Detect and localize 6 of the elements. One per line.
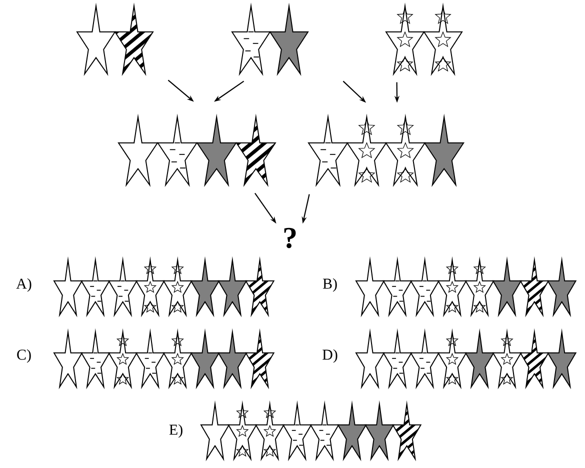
question-mark: ? bbox=[284, 228, 296, 248]
option-label: D) bbox=[322, 349, 338, 363]
option-label: C) bbox=[17, 349, 31, 363]
option-label: E) bbox=[169, 424, 182, 438]
option-label: B) bbox=[322, 278, 337, 292]
option-label: A) bbox=[16, 278, 32, 292]
